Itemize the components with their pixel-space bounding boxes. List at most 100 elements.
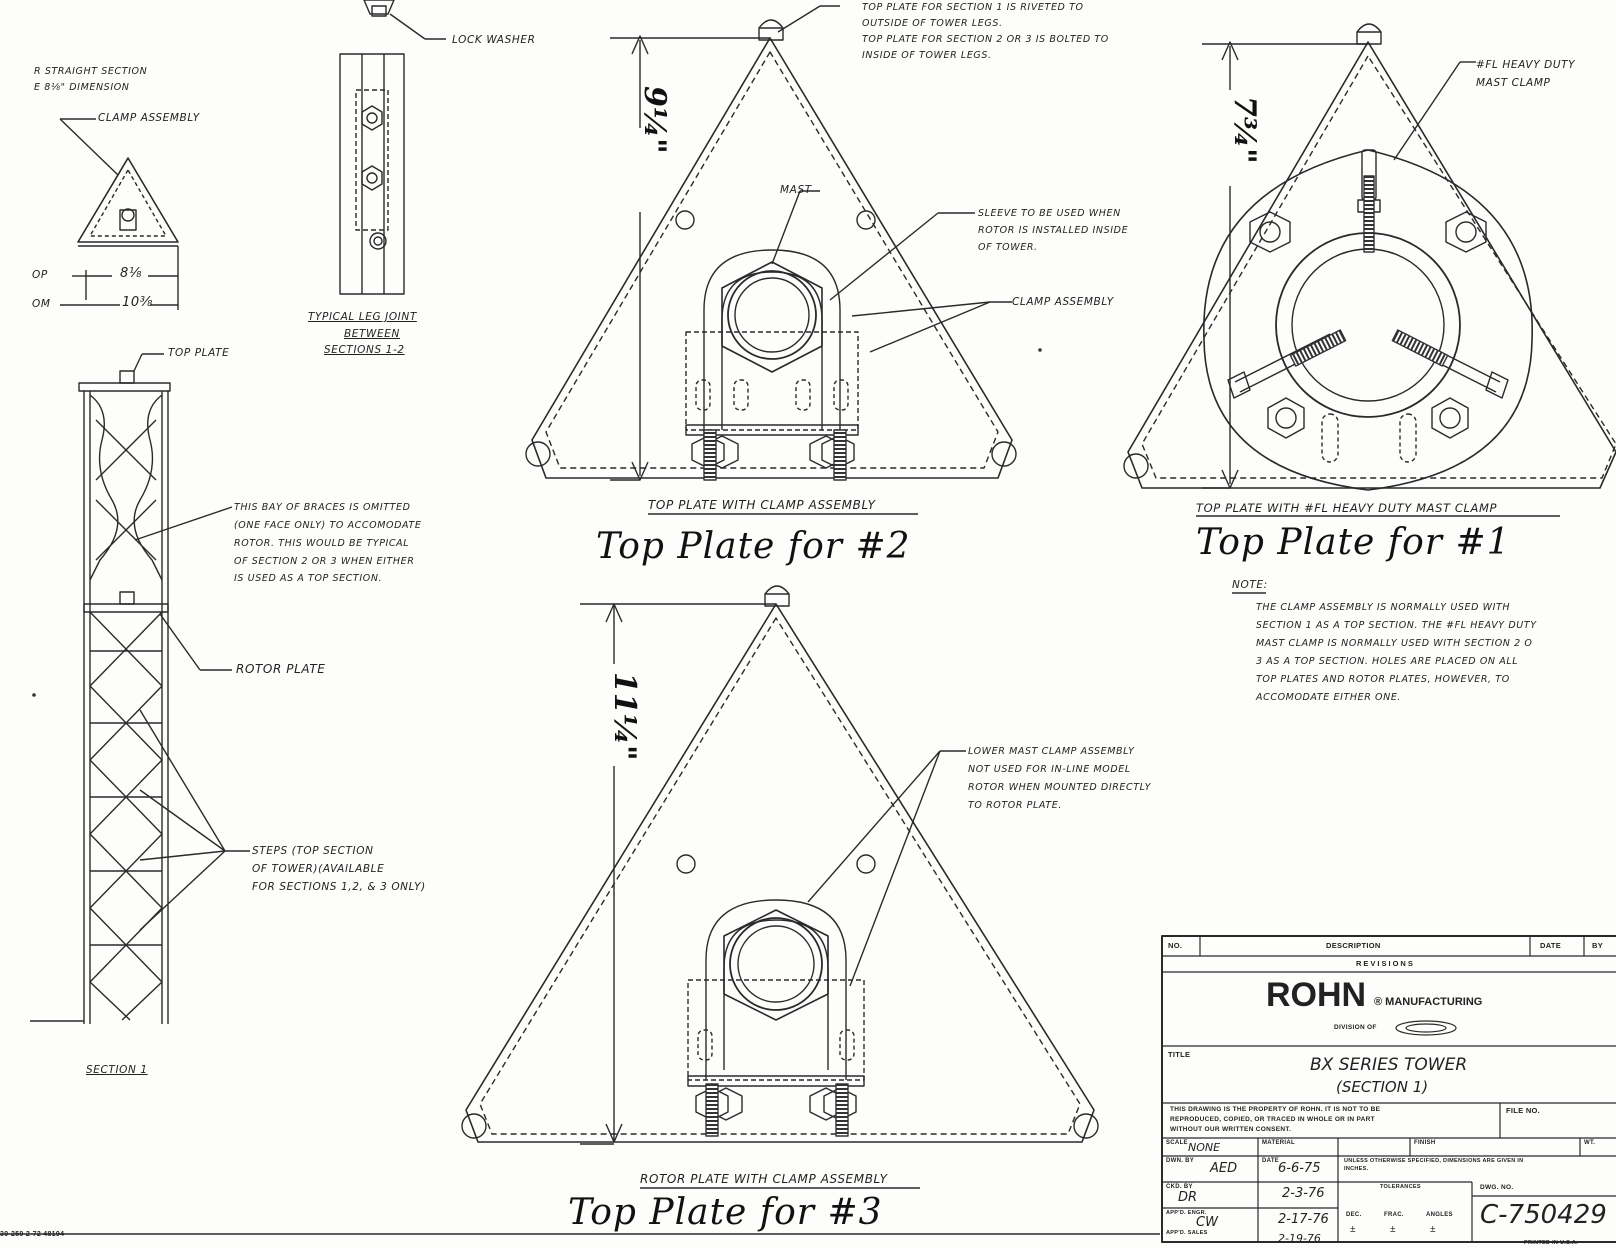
section-1-label: SECTION 1 — [86, 1064, 148, 1076]
fl-clamp-label-2: MAST CLAMP — [1476, 77, 1551, 89]
tb-pm-dec: ± — [1350, 1224, 1356, 1235]
top-plate-1 — [1123, 23, 1616, 491]
note-line-1: THE CLAMP ASSEMBLY IS NORMALLY USED WITH — [1256, 602, 1511, 613]
tb-no: NO. — [1168, 941, 1183, 950]
tb-unless: UNLESS OTHERWISE SPECIFIED, DIMENSIONS A… — [1344, 1158, 1524, 1164]
tb-title-label: TITLE — [1168, 1050, 1191, 1059]
tb-engr-sig: CW — [1196, 1215, 1218, 1230]
mast-label: MAST — [780, 184, 812, 196]
bay-note-2: (ONE FACE ONLY) TO ACCOMODATE — [234, 520, 422, 531]
tb-checked-by-label: CKD. BY — [1166, 1184, 1193, 1190]
sleeve-note-1: SLEEVE TO BE USED WHEN — [978, 208, 1121, 219]
dim-7-label: 7¾" — [1227, 96, 1262, 164]
print-code: 30-250 2-72 48194 — [0, 1231, 65, 1238]
title-block — [1161, 935, 1616, 1243]
steps-label-1: STEPS (TOP SECTION — [252, 845, 374, 857]
leg-joint-detail — [339, 0, 446, 295]
tb-pm-angles: ± — [1430, 1224, 1436, 1235]
caption-top-plate-3: ROTOR PLATE WITH CLAMP ASSEMBLY — [640, 1172, 888, 1186]
tb-finish: FINISH — [1414, 1140, 1436, 1146]
bay-note-1: THIS BAY OF BRACES IS OMITTED — [234, 502, 411, 513]
caption-top-plate-1: TOP PLATE WITH #FL HEAVY DUTY MAST CLAMP — [1196, 501, 1498, 515]
leg-joint-label-3: SECTIONS 1-2 — [324, 344, 405, 356]
straight-dim-label: E 8⅛" DIMENSION — [34, 82, 130, 93]
lower-mast-note-2: NOT USED FOR IN-LINE MODEL — [968, 764, 1131, 775]
steps-label-2: OF TOWER)(AVAILABLE — [252, 863, 385, 875]
small-clamp-triangle — [77, 157, 179, 247]
om-label: OM — [32, 298, 51, 310]
lower-mast-note-1: LOWER MAST CLAMP ASSEMBLY — [968, 746, 1135, 757]
rivet-note-4: INSIDE OF TOWER LEGS. — [862, 50, 992, 61]
dim-10-label: 10⅜ — [122, 295, 153, 310]
straight-section-label: R STRAIGHT SECTION — [34, 66, 148, 77]
tb-company-suffix: ® MANUFACTURING — [1374, 996, 1483, 1008]
lock-washer-label: LOCK WASHER — [452, 34, 536, 46]
tb-scale-label: SCALE — [1166, 1140, 1188, 1146]
handwritten-top-plate-3: Top Plate for #3 — [568, 1192, 883, 1233]
tb-file-no: FILE NO. — [1506, 1106, 1541, 1115]
dim-9-label: 9¼" — [637, 86, 672, 154]
rivet-note-1: TOP PLATE FOR SECTION 1 IS RIVETED TO — [862, 2, 1084, 13]
tb-scale: NONE — [1188, 1141, 1221, 1154]
dim-8-label: 8⅛ — [120, 266, 143, 281]
note-line-3: MAST CLAMP IS NORMALLY USED WITH SECTION… — [1256, 638, 1533, 649]
handwritten-top-plate-1: Top Plate for #1 — [1196, 522, 1511, 563]
tb-property-2: REPRODUCED, COPIED, OR TRACED IN WHOLE O… — [1170, 1116, 1375, 1123]
tb-company: ROHN — [1266, 976, 1367, 1014]
tb-by: BY — [1592, 941, 1604, 950]
tb-division: DIVISION OF — [1334, 1024, 1377, 1031]
bay-note-5: IS USED AS A TOP SECTION. — [234, 573, 383, 584]
tb-wt: WT. — [1584, 1140, 1596, 1146]
clamp-assembly-small-label: CLAMP ASSEMBLY — [98, 112, 200, 124]
rotor-plate-label: ROTOR PLATE — [236, 662, 326, 676]
fl-clamp-label-1: #FL HEAVY DUTY — [1476, 59, 1576, 71]
tb-property-3: WITHOUT OUR WRITTEN CONSENT. — [1170, 1126, 1292, 1133]
tb-inches: INCHES. — [1344, 1166, 1369, 1172]
tb-printed: PRINTED IN U.S.A. — [1524, 1240, 1578, 1246]
note-line-4: 3 AS A TOP SECTION. HOLES ARE PLACED ON … — [1256, 656, 1519, 667]
tb-tolerances: TOLERANCES — [1380, 1184, 1421, 1190]
rivet-note-2: OUTSIDE OF TOWER LEGS. — [862, 18, 1003, 29]
tb-date-3: 2-17-76 — [1278, 1212, 1329, 1227]
tb-drawn-by: AED — [1210, 1161, 1238, 1176]
sleeve-note-2: ROTOR IS INSTALLED INSIDE — [978, 225, 1129, 236]
tb-description: DESCRIPTION — [1326, 941, 1381, 950]
note-line-6: ACCOMODATE EITHER ONE. — [1256, 692, 1402, 703]
note-title: NOTE: — [1232, 579, 1268, 591]
top-plate-2 — [525, 19, 1017, 479]
tb-dwg-no-label: DWG. NO. — [1480, 1184, 1514, 1191]
rivet-note-3: TOP PLATE FOR SECTION 2 OR 3 IS BOLTED T… — [862, 34, 1109, 45]
tb-material: MATERIAL — [1262, 1140, 1295, 1146]
tb-appd-sales-label: APP'D. SALES — [1166, 1230, 1208, 1236]
sleeve-note-3: OF TOWER. — [978, 242, 1038, 253]
bay-note-3: ROTOR. THIS WOULD BE TYPICAL — [234, 538, 410, 549]
top-plate-label: TOP PLATE — [168, 347, 230, 359]
tb-frac: FRAC. — [1384, 1212, 1404, 1218]
top-plate-3 — [461, 585, 1099, 1143]
tb-date-2: 2-3-76 — [1282, 1186, 1325, 1201]
lower-mast-note-3: ROTOR WHEN MOUNTED DIRECTLY — [968, 782, 1152, 793]
tb-property-1: THIS DRAWING IS THE PROPERTY OF ROHN. IT… — [1170, 1106, 1381, 1113]
tb-title-2: (SECTION 1) — [1336, 1078, 1429, 1096]
tb-drawn-by-label: DWN. BY — [1166, 1158, 1195, 1164]
lower-mast-note-4: TO ROTOR PLATE. — [968, 800, 1062, 811]
tb-angles: ANGLES — [1426, 1212, 1453, 1218]
op-label: OP — [32, 269, 48, 281]
leg-joint-label-1: TYPICAL LEG JOINT — [308, 311, 417, 323]
tb-dec: DEC. — [1346, 1212, 1362, 1218]
dim-11-label: 11¼" — [607, 672, 642, 761]
note-line-2: SECTION 1 AS A TOP SECTION. THE #FL HEAV… — [1256, 620, 1537, 631]
tb-date-label: DATE — [1262, 1158, 1280, 1164]
tb-date: DATE — [1540, 941, 1562, 950]
leg-joint-label-2: BETWEEN — [344, 328, 400, 340]
tb-dwg-no: C-750429 — [1480, 1200, 1607, 1230]
tower-section-elevation — [30, 353, 171, 1024]
bay-note-4: OF SECTION 2 OR 3 WHEN EITHER — [234, 556, 415, 567]
tb-pm-frac: ± — [1390, 1224, 1396, 1235]
tb-date-1: 6-6-75 — [1278, 1161, 1321, 1176]
tb-appd-engr-label: APP'D. ENGR. — [1166, 1210, 1207, 1216]
tb-checked-by: DR — [1178, 1190, 1198, 1205]
handwritten-top-plate-2: Top Plate for #2 — [596, 526, 911, 567]
